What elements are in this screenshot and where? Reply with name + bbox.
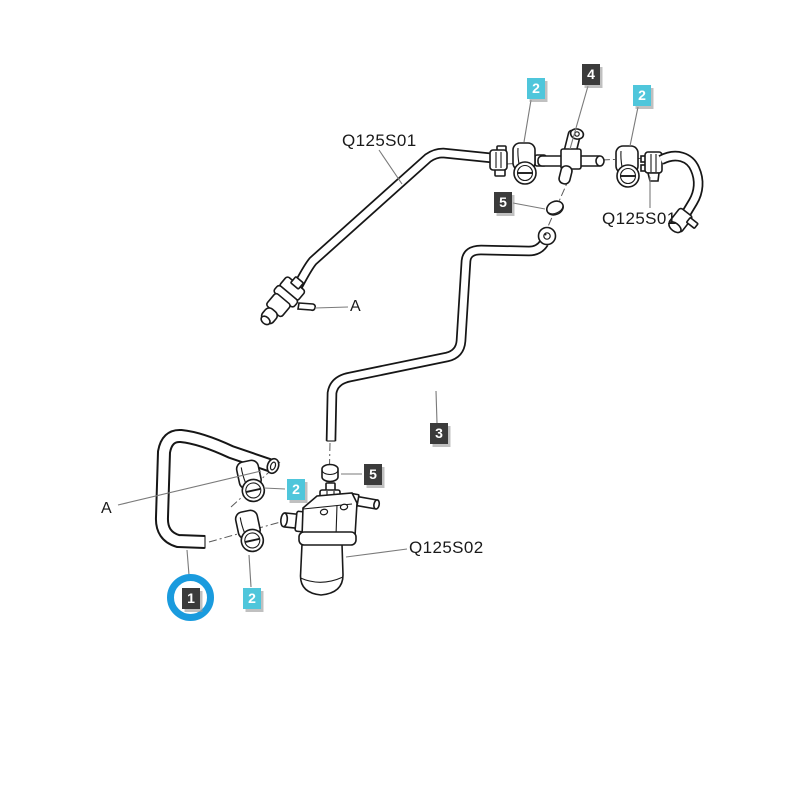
bushing-upper <box>545 200 565 216</box>
callout-3[interactable]: 3 <box>430 423 448 444</box>
part-label-q125s01-left: Q125S01 <box>342 131 417 150</box>
part-label-q125s02: Q125S02 <box>409 538 484 557</box>
highlight-ring <box>167 574 214 621</box>
leader-lines <box>117 85 651 588</box>
cross-fitting <box>537 128 605 185</box>
screw-clamp-lower-lower <box>233 507 267 555</box>
bushing-lower <box>321 463 339 483</box>
hose-top-right <box>658 150 704 234</box>
hose-part-3 <box>325 226 557 442</box>
squeeze-clamp-icon <box>640 151 663 182</box>
screw-clamp-top-left <box>512 142 537 185</box>
screw-clamp-top-right <box>615 145 640 188</box>
hose-end-clamp-icon <box>489 145 508 177</box>
part-label-q125s01-right: Q125S01 <box>602 209 677 228</box>
callout-2-top-right[interactable]: 2 <box>633 85 651 106</box>
connector-a <box>260 276 317 326</box>
assembly-axis-lines <box>208 157 651 543</box>
callout-4[interactable]: 4 <box>582 64 600 85</box>
callout-1-highlighted[interactable]: 1 <box>182 588 200 609</box>
hose-part-1 <box>154 428 280 549</box>
ref-label-a-left: A <box>101 500 112 517</box>
ref-label-a-top: A <box>350 298 361 315</box>
fuel-filter <box>279 463 381 596</box>
callout-2-bottom[interactable]: 2 <box>243 588 261 609</box>
callout-2-mid[interactable]: 2 <box>287 479 305 500</box>
callout-5-lower[interactable]: 5 <box>364 464 382 485</box>
callout-5-upper[interactable]: 5 <box>494 192 512 213</box>
callout-2-top-left[interactable]: 2 <box>527 78 545 99</box>
